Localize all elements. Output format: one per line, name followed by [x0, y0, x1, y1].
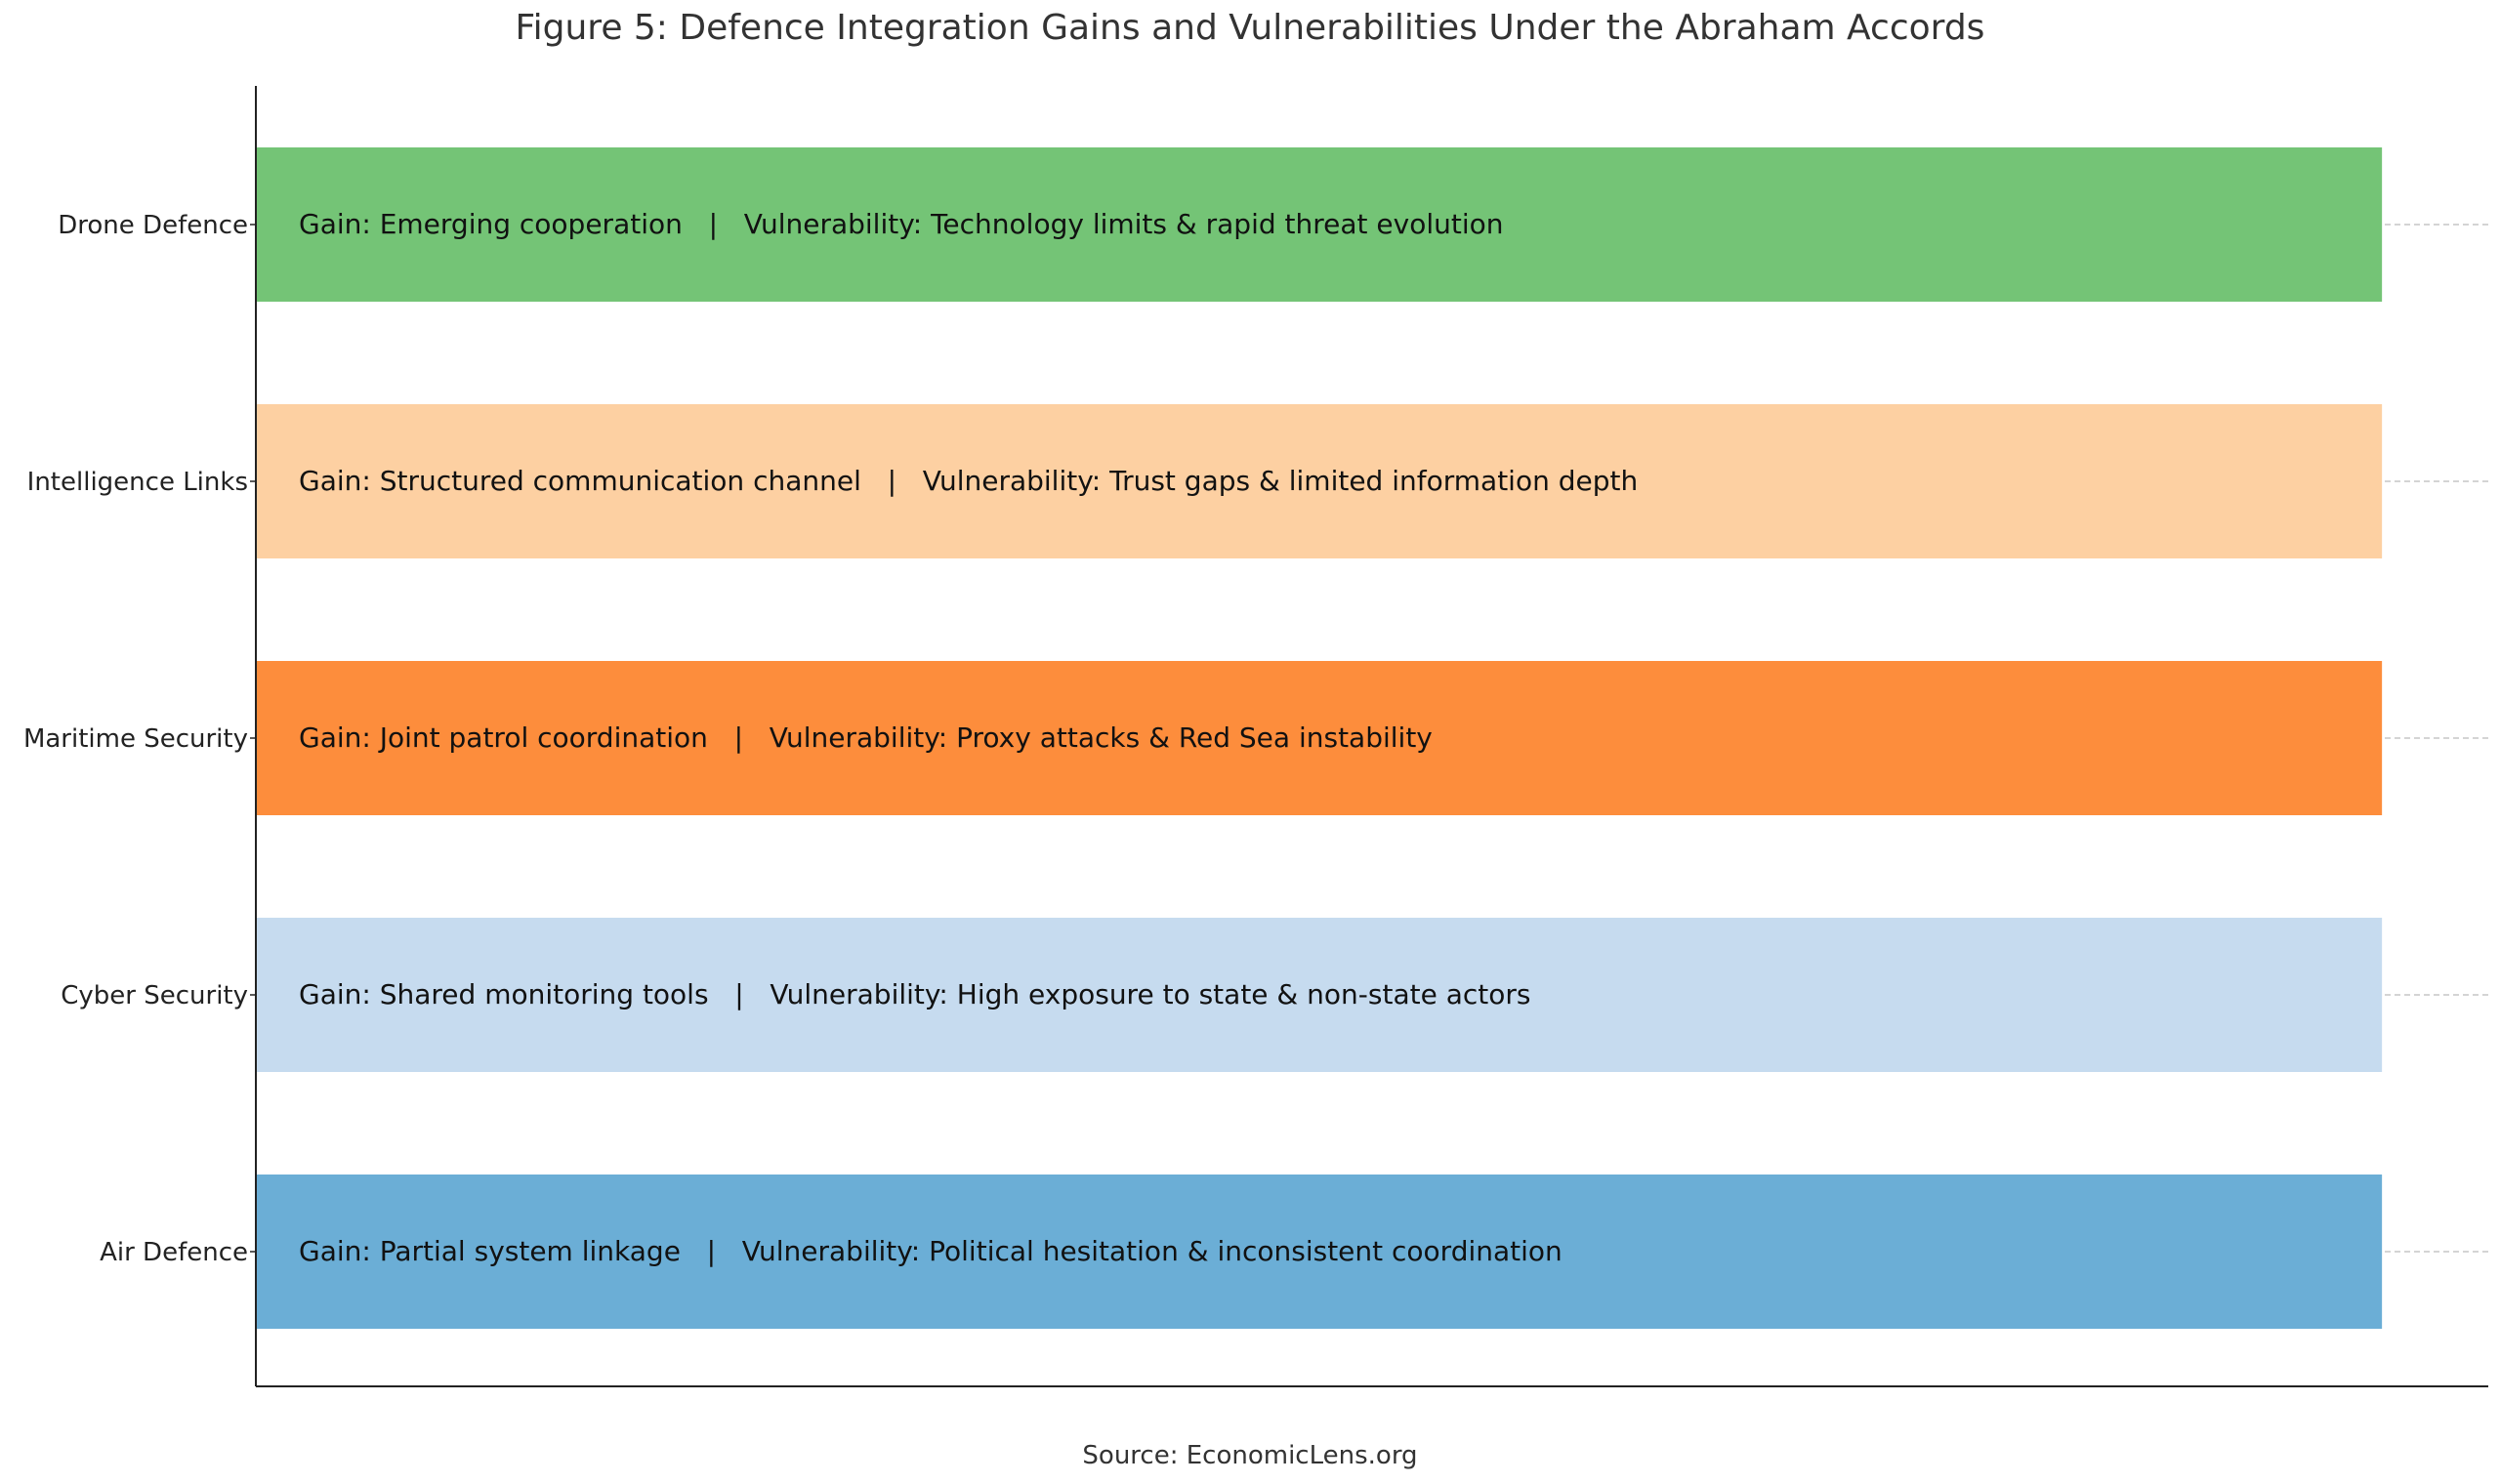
chart-source: Source: EconomicLens.org [1082, 1441, 1418, 1470]
bar [256, 918, 2383, 1072]
y-tick-label: Drone Defence [58, 211, 248, 240]
bar [256, 661, 2383, 815]
bar-label: Gain: Partial system linkage | Vulnerabi… [299, 1235, 1562, 1267]
y-tick-label: Intelligence Links [27, 468, 248, 497]
y-tick-label: Air Defence [100, 1238, 248, 1267]
y-tick-label: Cyber Security [61, 981, 248, 1010]
bar [256, 1175, 2383, 1329]
bar [256, 147, 2383, 302]
bar-label: Gain: Structured communication channel |… [299, 465, 1638, 497]
bar [256, 404, 2383, 558]
bar-label: Gain: Shared monitoring tools | Vulnerab… [299, 978, 1530, 1010]
chart-title: Figure 5: Defence Integration Gains and … [515, 8, 1985, 48]
bar-label: Gain: Emerging cooperation | Vulnerabili… [299, 208, 1504, 240]
bar-label: Gain: Joint patrol coordination | Vulner… [299, 721, 1433, 754]
y-tick-label: Maritime Security [23, 724, 248, 754]
